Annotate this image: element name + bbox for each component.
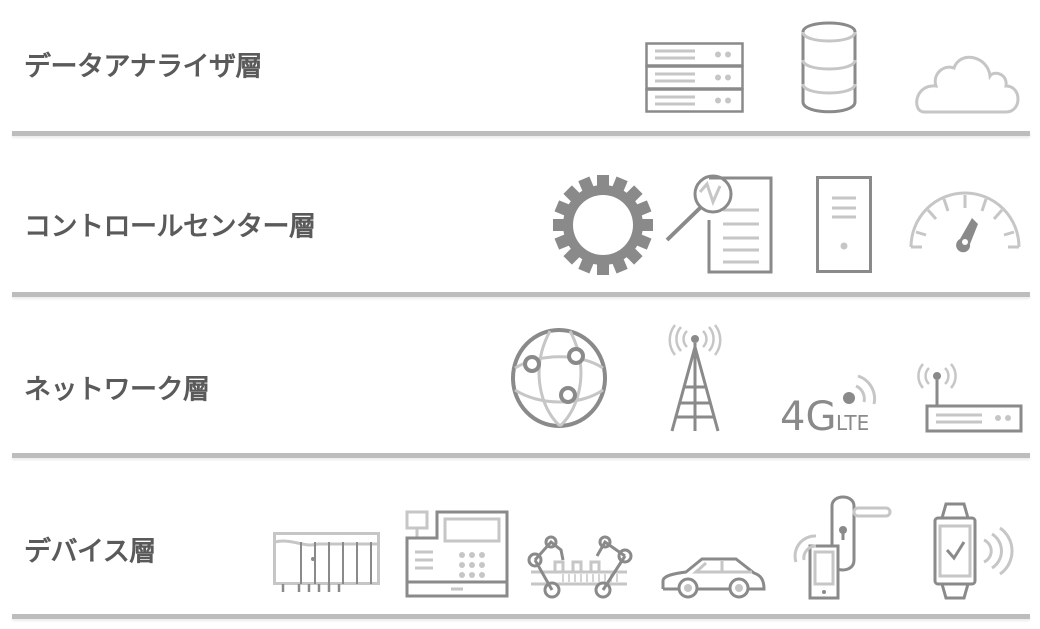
layer-label-device: デバイス層 — [24, 536, 156, 568]
database-icon — [801, 21, 857, 114]
layer-label-network: ネットワーク層 — [24, 374, 210, 406]
layer-divider — [12, 131, 1030, 136]
server-rack-icon — [645, 42, 744, 113]
layer-divider — [12, 453, 1030, 458]
plc-controller-icon — [273, 532, 380, 592]
server-tower-icon — [816, 176, 872, 273]
layer-divider — [12, 292, 1030, 297]
cell-tower-icon — [668, 324, 722, 432]
globe-network-icon — [511, 328, 607, 428]
layer-divider — [12, 614, 1030, 619]
4g-lte-icon: 4G LTE — [780, 374, 877, 440]
report-search-icon — [665, 174, 773, 274]
gauge-icon — [909, 191, 1021, 253]
cloud-icon — [915, 55, 1020, 114]
gear-icon — [532, 154, 674, 296]
lte-text: LTE — [836, 411, 869, 435]
cash-register-icon — [405, 510, 509, 598]
layer-label-data-analyzer: データアナライザ層 — [24, 51, 262, 83]
robot-arm-conveyor-icon — [527, 535, 633, 599]
car-icon — [661, 557, 766, 599]
smartwatch-icon — [933, 502, 1014, 600]
wifi-router-icon — [917, 363, 1023, 433]
smart-lock-phone-icon — [793, 495, 892, 600]
layer-label-control-center: コントロールセンター層 — [24, 211, 316, 243]
4g-text: 4G — [780, 394, 836, 440]
